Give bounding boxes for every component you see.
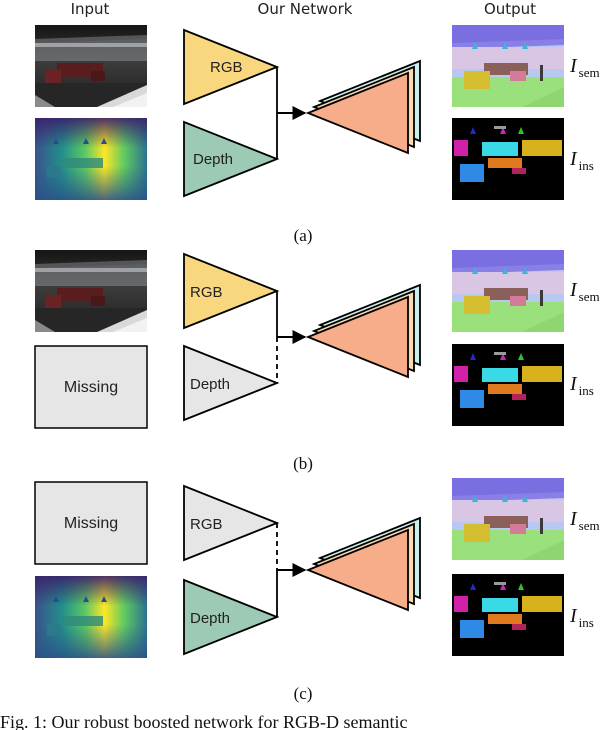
input-column-header: Input [70,0,110,18]
output-column-header: Output [483,0,537,18]
semantic-output-image [452,250,564,332]
panel-label-c: (c) [293,684,313,703]
rgb-encoder-label: RGB [210,59,243,76]
missing-input-label: Missing [64,515,118,532]
rgb-encoder-label: RGB [190,516,223,533]
missing-input-label: Missing [64,379,118,396]
rgb-encoder-label: RGB [190,284,223,301]
instance-output-image [452,118,564,200]
decoder-stack [307,60,421,154]
instance-output-image [452,574,564,656]
depth-encoder-missing [183,344,280,422]
depth-encoder [183,578,280,656]
depth-encoder-label: Depth [193,151,233,168]
semantic-output-image [452,478,564,560]
depth-encoder-label: Depth [190,610,230,627]
rgb-input-image [35,250,147,332]
missing-input-box [34,345,148,429]
network-column-header: Our Network [257,0,353,18]
rgb-input-image [35,25,147,107]
rgb-encoder [183,252,280,330]
semantic-output-image [452,25,564,107]
depth-encoder-label: Depth [190,376,230,393]
decoder-stack [307,517,421,611]
panel-label-a: (a) [293,226,313,245]
figure-caption: Fig. 1: Our robust boosted network for R… [0,712,408,730]
panel-label-b: (b) [293,454,313,473]
decoder-stack [307,284,421,378]
missing-input-box [34,481,148,565]
depth-encoder [183,120,280,198]
instance-output-image [452,344,564,426]
depth-input-image [35,576,147,658]
rgb-encoder [183,28,280,106]
depth-input-image [35,118,147,200]
rgb-encoder-missing [183,484,280,562]
